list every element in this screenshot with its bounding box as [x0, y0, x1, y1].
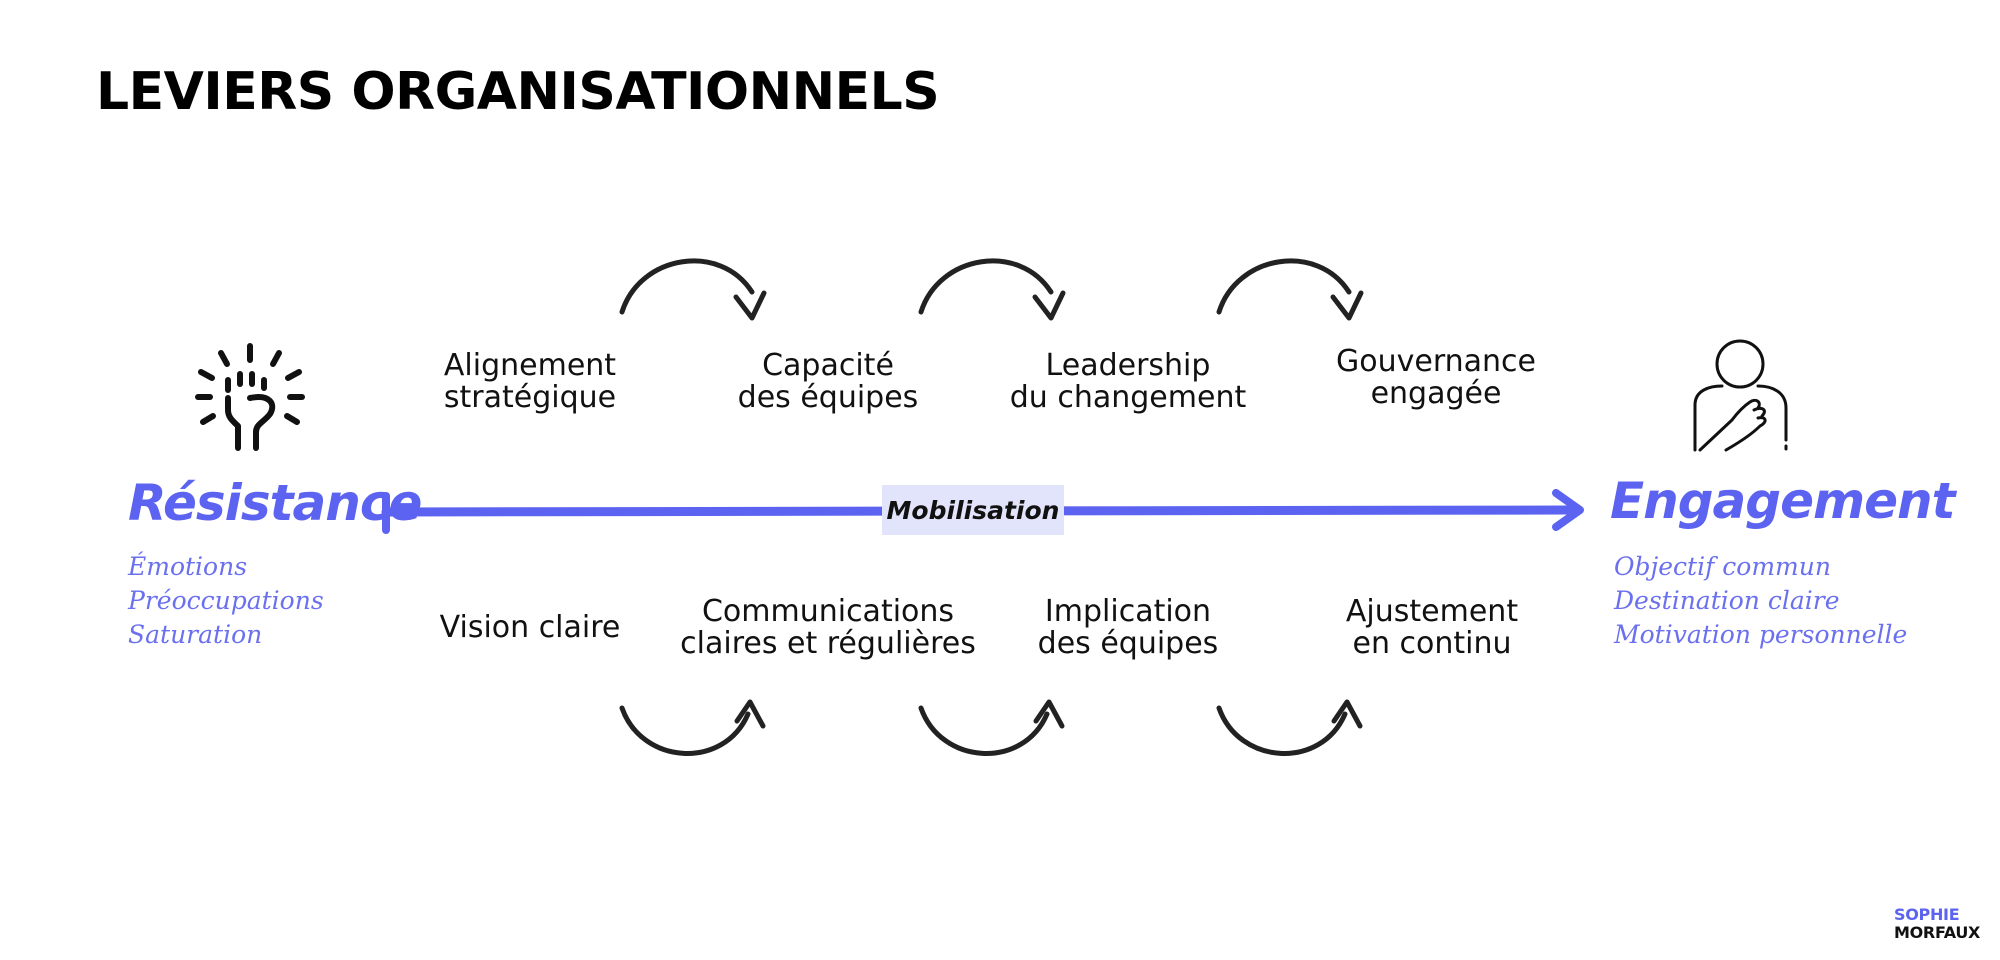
page-title: LEVIERS ORGANISATIONNELS [96, 62, 940, 122]
raised-fist-icon [195, 343, 305, 451]
lever-line: engagée [1370, 376, 1502, 411]
resistance-label: Résistance [128, 474, 422, 532]
brand-logo: SOPHIE MORFAUX [1894, 906, 1980, 942]
resistance-notes: Émotions Préoccupations Saturation [128, 550, 324, 652]
lever-line: claires et régulières [680, 626, 976, 661]
engagement-label: Engagement [1610, 472, 1955, 530]
lever-top: Gouvernance engagée [1286, 346, 1586, 410]
lever-line: Leadership [1045, 348, 1211, 383]
curved-arrow-icon [918, 258, 1066, 321]
lever-line: Gouvernance [1336, 344, 1536, 379]
curved-arrow-icon [1216, 699, 1363, 756]
lever-line: Capacité [762, 348, 894, 383]
engagement-note: Destination claire [1614, 586, 1840, 615]
resistance-note: Saturation [128, 620, 263, 649]
engagement-note: Objectif commun [1614, 552, 1831, 581]
brand-line: SOPHIE [1894, 905, 1960, 924]
curved-arrow-icon [619, 258, 767, 321]
mobilisation-badge: Mobilisation [882, 485, 1064, 535]
resistance-note: Préoccupations [128, 586, 324, 615]
lever-line: Implication [1044, 594, 1212, 629]
lever-line: en continu [1352, 626, 1512, 661]
lever-line: stratégique [443, 380, 617, 415]
lever-bottom: Communications claires et régulières [670, 596, 986, 660]
engagement-notes: Objectif commun Destination claire Motiv… [1614, 550, 1907, 652]
lever-top: Alignement stratégique [380, 350, 680, 414]
brand-line: MORFAUX [1894, 923, 1981, 942]
lever-line: Vision claire [439, 610, 621, 645]
lever-top: Capacité des équipes [678, 350, 978, 414]
curved-arrow-icon [619, 699, 766, 756]
lever-line: des équipes [1037, 626, 1219, 661]
curved-arrow-icon [1216, 258, 1364, 321]
lever-bottom: Ajustement en continu [1282, 596, 1582, 660]
lever-line: du changement [1009, 380, 1247, 415]
lever-line: des équipes [737, 380, 919, 415]
person-hand-on-heart-icon [1693, 339, 1788, 452]
axis-arrowhead [1552, 489, 1584, 531]
lever-bottom: Implication des équipes [978, 596, 1278, 660]
lever-line: Alignement [443, 348, 617, 383]
resistance-note: Émotions [128, 552, 248, 581]
lever-line: Communications [701, 594, 955, 629]
engagement-note: Motivation personnelle [1614, 620, 1908, 649]
curved-arrow-icon [918, 699, 1065, 756]
lever-bottom: Vision claire [380, 612, 680, 644]
lever-top: Leadership du changement [978, 350, 1278, 414]
lever-line: Ajustement [1345, 594, 1519, 629]
